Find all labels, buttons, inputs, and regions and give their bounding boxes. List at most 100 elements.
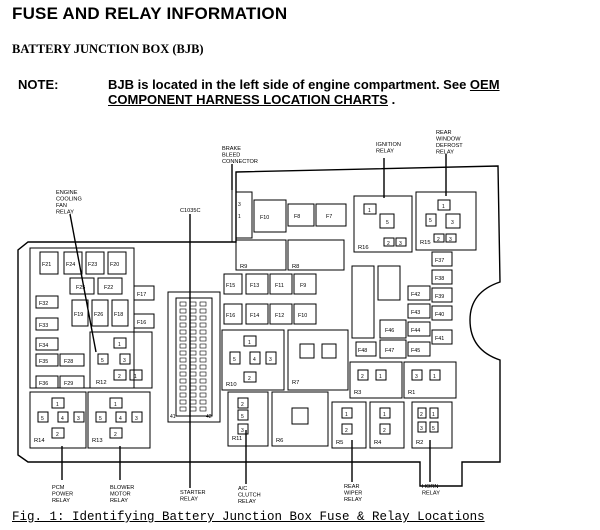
- connector-pin: [199, 378, 207, 384]
- pin-label: 3: [238, 202, 241, 208]
- note-label: NOTE:: [18, 77, 59, 92]
- fuse-f41-label: F41: [435, 336, 444, 342]
- pin-label: 1: [118, 342, 121, 348]
- fuse-f35-label: F35: [39, 359, 48, 365]
- connector-pin: [199, 350, 207, 356]
- pin-label: 5: [101, 358, 104, 364]
- fuse-f32-label: F32: [39, 301, 48, 307]
- fuse-f17-label: F17: [137, 292, 146, 298]
- fuse-f10-label: F10: [260, 215, 269, 221]
- pin-label: 1: [114, 402, 117, 408]
- relay-r12-label: R12: [96, 380, 107, 386]
- connector-pin: [199, 336, 207, 342]
- pin-label: 2: [383, 428, 386, 434]
- note-text: BJB is located in the left side of engin…: [108, 77, 558, 107]
- pin-label: 3: [269, 357, 272, 363]
- connector-pin: [179, 371, 187, 377]
- connector-pin: [179, 350, 187, 356]
- connector-pin: [199, 315, 207, 321]
- connector-pin: [189, 350, 197, 356]
- pin-label: 3: [399, 241, 402, 247]
- connector-pin: [189, 385, 197, 391]
- fuse-f21-label: F21: [42, 262, 51, 268]
- pin-label: 4: [119, 416, 122, 422]
- connector-pin: [199, 385, 207, 391]
- pin-label: 2: [437, 237, 440, 243]
- connector-pin: [199, 357, 207, 363]
- pin-label: 2: [56, 432, 59, 438]
- connector-pin: [189, 357, 197, 363]
- connector-pin: [189, 399, 197, 405]
- connector-pin: [189, 371, 197, 377]
- fuse-f45-label: F45: [411, 348, 420, 354]
- callout-rear-window-defrost-relay: REAR WINDOW DEFROST RELAY: [436, 130, 464, 156]
- fuse-f48-label: F48: [358, 348, 367, 354]
- pin-label: 4: [61, 416, 64, 422]
- pin-label: 1: [238, 214, 241, 220]
- pin-label: 2: [241, 402, 244, 408]
- fuse-f37-label: F37: [435, 258, 444, 264]
- pin-label: 3: [451, 220, 454, 226]
- relay-r14-label: R14: [34, 438, 45, 444]
- connector-pin: [189, 322, 197, 328]
- connector-pin: [179, 392, 187, 398]
- connector-pin: [199, 399, 207, 405]
- relay-r6-label: R6: [276, 438, 283, 444]
- pin-label: 1: [383, 412, 386, 418]
- relay-r5-label: R5: [336, 440, 343, 446]
- pin-label: 2: [361, 374, 364, 380]
- pin-label: 5: [41, 416, 44, 422]
- connector-pin: [189, 392, 197, 398]
- fuse-f26-label: F26: [94, 312, 103, 318]
- oem-harness-link[interactable]: OEM COMPONENT HARNESS LOCATION CHARTS: [108, 77, 500, 107]
- pin-label: 3: [135, 416, 138, 422]
- connector-pin: [179, 357, 187, 363]
- fuse-f38-label: F38: [435, 276, 444, 282]
- connector-pin: [199, 364, 207, 370]
- connector-pin: [179, 399, 187, 405]
- fuse-f39-label: F39: [435, 294, 444, 300]
- callout-engine-cooling-fan-relay: ENGINE COOLING FAN RELAY: [56, 190, 83, 216]
- pin-label: 1: [433, 374, 436, 380]
- section-subtitle: BATTERY JUNCTION BOX (BJB): [12, 42, 204, 56]
- connector-pin: [189, 364, 197, 370]
- relay-r10-label: R10: [226, 382, 237, 388]
- pin-label: 1: [442, 204, 445, 210]
- connector-pin: [199, 343, 207, 349]
- relay-r9-label: R9: [240, 264, 247, 270]
- fuse-f20-label: F20: [110, 262, 119, 268]
- connector-pin: [199, 329, 207, 335]
- pin-label: 5: [241, 414, 244, 420]
- fuse-f34-label: F34: [39, 343, 48, 349]
- connector-pin: [189, 343, 197, 349]
- connector-pin: [179, 315, 187, 321]
- pin-label: 1: [432, 412, 435, 418]
- fuse-f13-label: F13: [250, 283, 259, 289]
- fuse-f12-label: F12: [275, 313, 284, 319]
- fuse-f47-label: F47: [385, 348, 394, 354]
- connector-pin: [189, 329, 197, 335]
- connector-pin: [189, 308, 197, 314]
- pin-label: 1: [345, 412, 348, 418]
- callout-horn-relay: HORN RELAY: [422, 484, 440, 497]
- note-body: BJB is located in the left side of engin…: [108, 77, 470, 92]
- relay-r11-label: R11: [232, 436, 242, 442]
- callout-c1035c: C1035C: [180, 208, 201, 214]
- pin-label: 5: [233, 357, 236, 363]
- connector-pin: [179, 336, 187, 342]
- callout-ac-clutch-relay: A/C CLUTCH RELAY: [238, 486, 262, 505]
- fuse-f43-label: F43: [411, 310, 420, 316]
- figure-caption: Fig. 1: Identifying Battery Junction Box…: [12, 510, 485, 524]
- fuse-f25-label: F25: [76, 285, 85, 291]
- connector-pin: [179, 322, 187, 328]
- pin-label: 3: [123, 358, 126, 364]
- relay-r13-label: R13: [92, 438, 103, 444]
- connector-pin: [179, 343, 187, 349]
- pin-label: 5: [429, 218, 432, 224]
- pin-label: 2: [345, 428, 348, 434]
- callout-rear-wiper-relay: REAR WIPER RELAY: [344, 484, 364, 503]
- fuse-f16b-label: F16: [226, 313, 235, 319]
- pin-label: 1: [56, 402, 59, 408]
- pin-label: 42: [206, 414, 212, 420]
